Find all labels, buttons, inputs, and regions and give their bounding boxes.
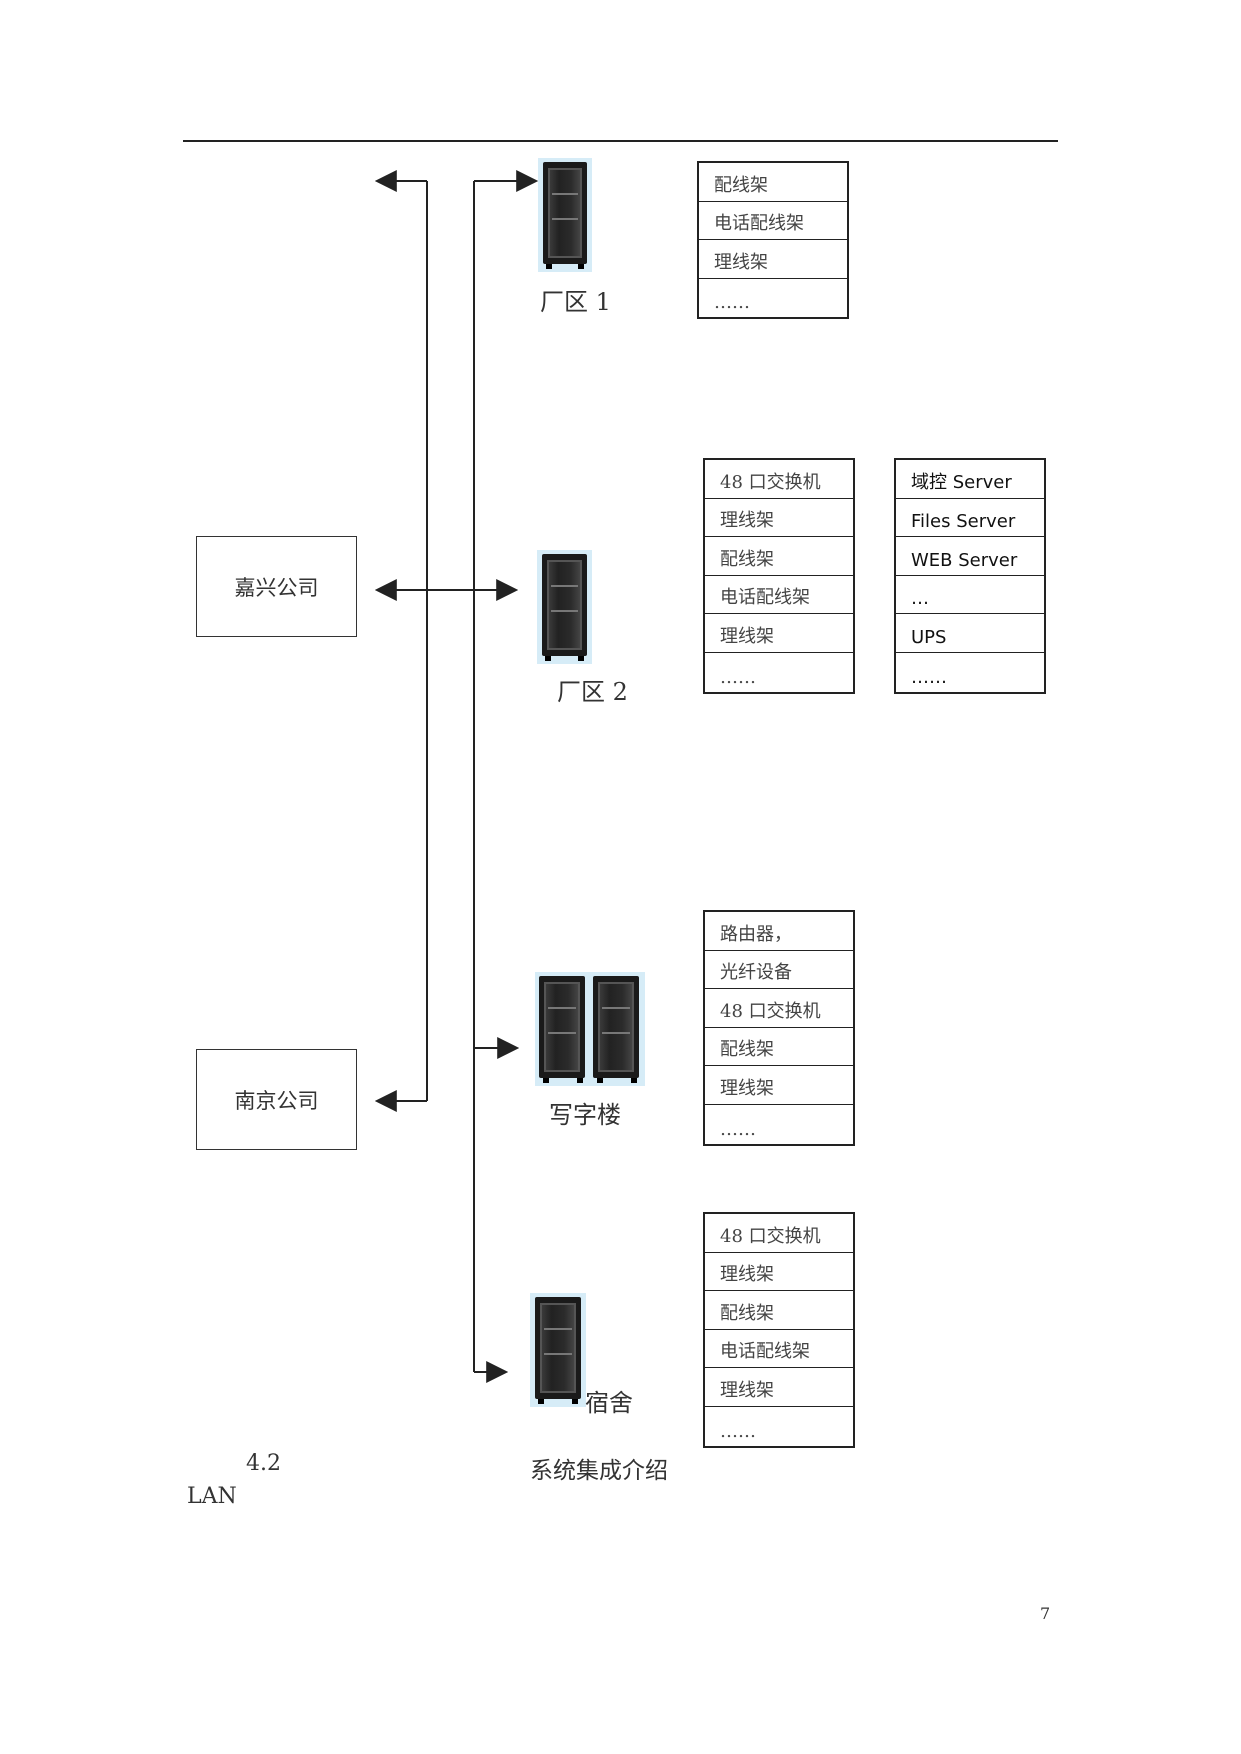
equipment-item: 理线架 xyxy=(705,1066,853,1105)
server-item: UPS xyxy=(896,614,1044,653)
equipment-item: 配线架 xyxy=(705,537,853,576)
equipment-item: 配线架 xyxy=(705,1291,853,1330)
server-item: … xyxy=(896,576,1044,615)
jiaxing-company-box: 嘉兴公司 xyxy=(196,536,357,637)
site1-label: 厂区 1 xyxy=(540,288,611,316)
equipment-item: 配线架 xyxy=(699,163,847,202)
server-item: WEB Server xyxy=(896,537,1044,576)
equipment-item: 电话配线架 xyxy=(705,1330,853,1369)
office-equipment-list: 路由器， 光纤设备 48 口交换机 配线架 理线架 …… xyxy=(703,910,855,1146)
site2-cabinet-icon xyxy=(537,550,592,664)
jiaxing-company-label: 嘉兴公司 xyxy=(234,575,319,600)
lan-label: LAN xyxy=(187,1484,237,1509)
site1-equipment-list: 配线架 电话配线架 理线架 …… xyxy=(697,161,849,319)
equipment-item: …… xyxy=(720,1118,756,1140)
server-item: Files Server xyxy=(896,499,1044,538)
equipment-item: 理线架 xyxy=(705,614,853,653)
office-cabinets-icon xyxy=(535,972,645,1086)
equipment-item: 48 口交换机 xyxy=(705,460,853,499)
dorm-equipment-list: 48 口交换机 理线架 配线架 电话配线架 理线架 …… xyxy=(703,1212,855,1448)
equipment-item: …… xyxy=(720,1420,756,1442)
dorm-cabinet-icon xyxy=(530,1293,586,1407)
equipment-item: 48 口交换机 xyxy=(705,1214,853,1253)
equipment-item: 理线架 xyxy=(705,1253,853,1292)
equipment-item: 配线架 xyxy=(705,1028,853,1067)
dorm-label: 宿舍 xyxy=(585,1389,633,1417)
section-number: 4.2 xyxy=(246,1451,281,1476)
equipment-item: …… xyxy=(714,292,750,314)
site2-server-list: 域控 Server Files Server WEB Server … UPS … xyxy=(894,458,1046,694)
equipment-item: 48 口交换机 xyxy=(705,989,853,1028)
site2-equipment-list: 48 口交换机 理线架 配线架 电话配线架 理线架 …… xyxy=(703,458,855,694)
equipment-item: 电话配线架 xyxy=(705,576,853,615)
equipment-item: 光纤设备 xyxy=(705,951,853,990)
nanjing-company-label: 南京公司 xyxy=(234,1088,319,1113)
equipment-item: 理线架 xyxy=(705,499,853,538)
section-title: 系统集成介绍 xyxy=(530,1458,668,1484)
nanjing-company-box: 南京公司 xyxy=(196,1049,357,1150)
equipment-item: 路由器， xyxy=(705,912,853,951)
page-number: 7 xyxy=(1040,1604,1051,1623)
equipment-item: 理线架 xyxy=(699,240,847,279)
equipment-item: 电话配线架 xyxy=(699,202,847,241)
server-item: 域控 Server xyxy=(896,460,1044,499)
equipment-item: …… xyxy=(720,666,756,688)
office-label: 写字楼 xyxy=(549,1101,621,1129)
site1-cabinet-icon xyxy=(538,158,592,272)
server-item: …… xyxy=(911,666,947,688)
site2-label: 厂区 2 xyxy=(557,678,628,706)
equipment-item: 理线架 xyxy=(705,1368,853,1407)
